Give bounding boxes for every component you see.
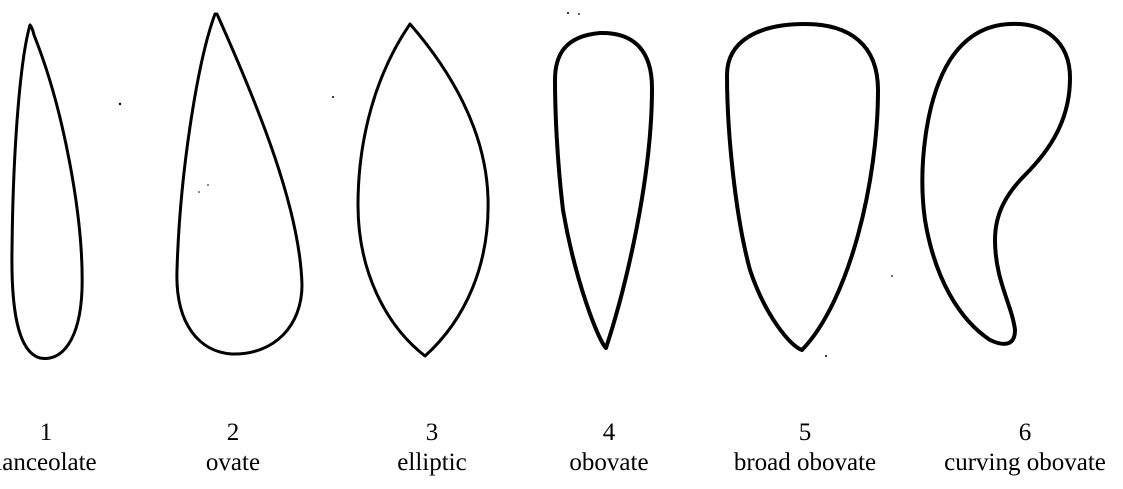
shape-name: broad obovate <box>715 448 895 478</box>
shape-name: lanceolate <box>0 448 136 478</box>
obovate-shape <box>555 33 652 348</box>
shape-name: elliptic <box>342 448 522 478</box>
shape-number: 3 <box>342 418 522 448</box>
elliptic-shape <box>358 24 488 356</box>
lanceolate-shape <box>12 25 82 358</box>
scan-speck <box>332 96 334 98</box>
scan-speck <box>578 13 580 15</box>
curving-obovate-shape <box>922 24 1070 344</box>
shape-number: 2 <box>143 418 323 448</box>
shape-caption-3: 3 elliptic <box>342 418 522 478</box>
shape-caption-5: 5 broad obovate <box>715 418 895 478</box>
ovate-shape <box>177 14 302 354</box>
scan-speck <box>825 355 827 357</box>
shape-number: 6 <box>935 418 1115 448</box>
shape-name: obovate <box>519 448 699 478</box>
shape-caption-1: 1 lanceolate <box>0 418 136 478</box>
shape-number: 5 <box>715 418 895 448</box>
shape-number: 4 <box>519 418 699 448</box>
broad-obovate-shape <box>727 24 878 350</box>
shape-number: 1 <box>0 418 136 448</box>
shape-name: ovate <box>143 448 323 478</box>
shape-caption-2: 2 ovate <box>143 418 323 478</box>
scan-speck <box>207 184 209 186</box>
scan-speck <box>119 103 121 105</box>
shape-caption-4: 4 obovate <box>519 418 699 478</box>
scan-speck <box>891 275 893 277</box>
shape-name: curving obovate <box>935 448 1115 478</box>
scan-speck <box>567 12 569 14</box>
shape-caption-6: 6 curving obovate <box>935 418 1115 478</box>
scan-speck <box>198 191 200 193</box>
